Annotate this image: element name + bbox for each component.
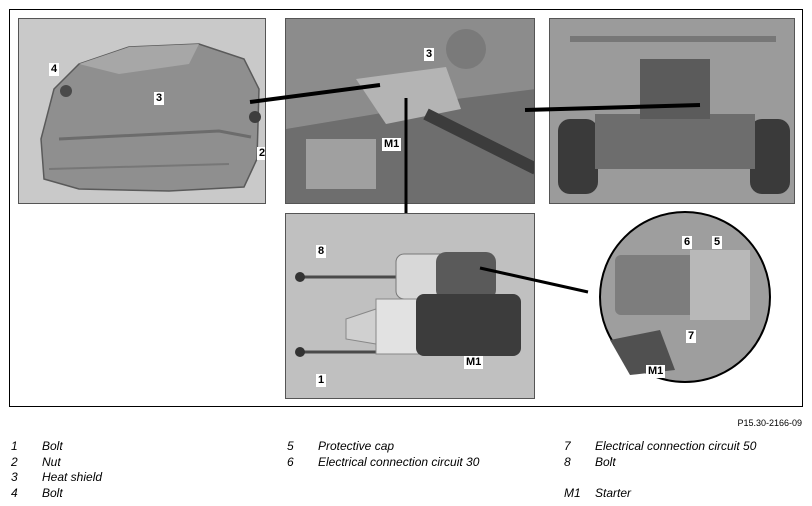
callout-m1: M1 bbox=[646, 365, 666, 378]
callout-m1: M1 bbox=[464, 356, 484, 369]
callout-m1: M1 bbox=[382, 138, 402, 151]
callout-8: 8 bbox=[316, 245, 327, 258]
starter-panel: 8 1 M1 bbox=[285, 213, 535, 399]
figure-code: P15.30-2166-09 bbox=[737, 418, 802, 428]
callout-3: 3 bbox=[424, 48, 435, 61]
engine-bay-drawing bbox=[286, 19, 534, 203]
callout-6: 6 bbox=[682, 236, 693, 249]
callout-4: 4 bbox=[49, 63, 60, 76]
callout-5: 5 bbox=[712, 236, 723, 249]
callout-7: 7 bbox=[686, 330, 697, 343]
starter-drawing bbox=[286, 214, 534, 398]
legend-spacer bbox=[564, 470, 756, 486]
underbody-panel bbox=[549, 18, 795, 204]
heat-shield-panel: 4 3 2 bbox=[18, 18, 266, 204]
callout-2: 2 bbox=[257, 147, 266, 160]
underbody-drawing bbox=[550, 19, 794, 203]
callout-1: 1 bbox=[316, 374, 327, 387]
heat-shield-drawing bbox=[40, 43, 261, 192]
engine-bay-panel: 3 M1 bbox=[285, 18, 535, 204]
callout-3: 3 bbox=[154, 92, 165, 105]
illustration-frame: 4 3 2 3 M1 bbox=[9, 9, 803, 407]
